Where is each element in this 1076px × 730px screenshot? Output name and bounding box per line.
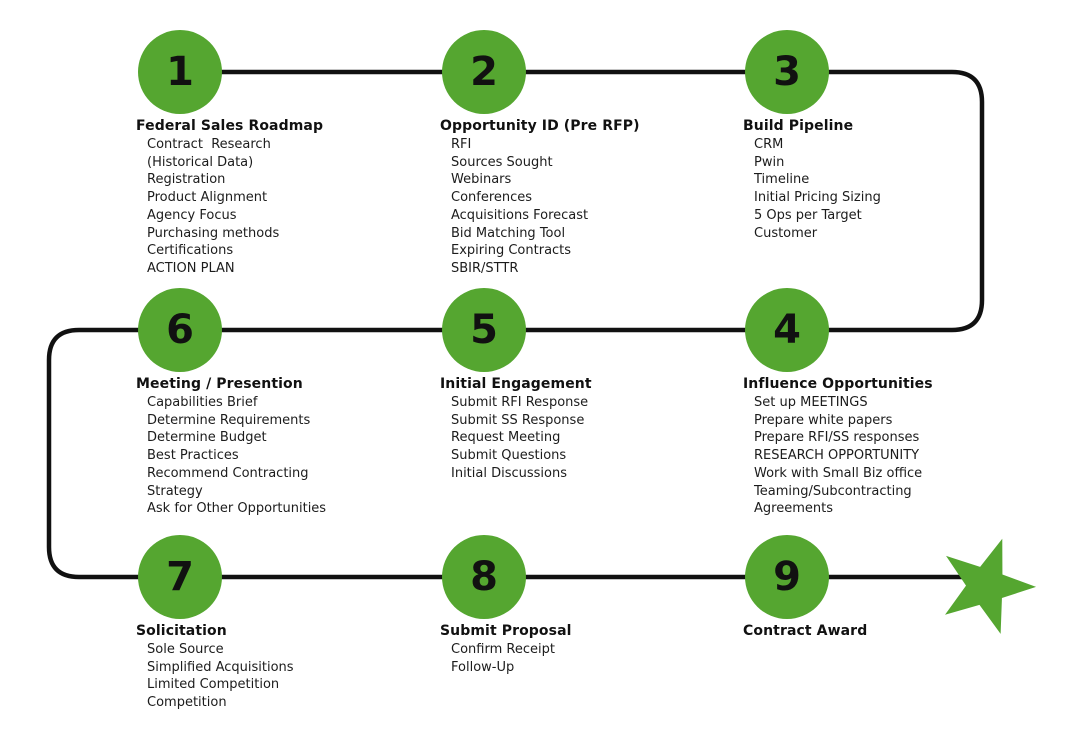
step-number: 4 <box>773 307 801 353</box>
list-item: Bid Matching Tool <box>451 225 566 241</box>
step-title: Initial Engagement <box>440 376 592 392</box>
step-title: Opportunity ID (Pre RFP) <box>440 118 640 134</box>
list-item: Strategy <box>147 483 203 499</box>
list-item: Expiring Contracts <box>451 243 572 259</box>
step-circle-9: 9 <box>745 535 829 619</box>
step-circle-6: 6 <box>138 288 222 372</box>
step-circle-1: 1 <box>138 30 222 114</box>
list-item: Simplified Acquisitions <box>147 659 294 675</box>
step-number: 8 <box>470 554 498 600</box>
list-item: Ask for Other Opportunities <box>147 501 327 517</box>
step-circle-7: 7 <box>138 535 222 619</box>
list-item: Determine Requirements <box>147 412 311 428</box>
step-items-list: Contract Research (Historical Data) Regist… <box>136 136 428 278</box>
list-item: CRM <box>754 137 784 152</box>
step-circle-4: 4 <box>745 288 829 372</box>
list-item: Capabilities Brief <box>147 395 258 410</box>
step-number: 7 <box>166 554 194 600</box>
list-item: RESEARCH OPPORTUNITY <box>754 448 920 464</box>
list-item: Request Meeting <box>451 430 561 446</box>
step-title: Contract Award <box>743 623 868 639</box>
list-item: Teaming/Subcontracting <box>754 483 912 499</box>
list-item: Customer <box>754 225 818 241</box>
list-item: Confirm Receipt <box>451 642 555 657</box>
list-item: 5 Ops per Target <box>754 207 862 223</box>
step-circle-5: 5 <box>442 288 526 372</box>
list-item: Initial Pricing Sizing <box>754 190 881 206</box>
list-item: SBIR/STTR <box>451 260 519 276</box>
step-number: 2 <box>470 49 498 95</box>
list-item: RFI <box>451 137 472 152</box>
list-item: Prepare white papers <box>754 412 893 428</box>
step-title: Build Pipeline <box>743 118 854 134</box>
list-item: Purchasing methods <box>147 225 280 241</box>
step-circle-2: 2 <box>442 30 526 114</box>
step-circle-8: 8 <box>442 535 526 619</box>
list-item: Prepare RFI/SS responses <box>754 430 920 446</box>
step-4-section: 4 Influence Opportunities Set up MEETING… <box>743 288 1035 518</box>
list-item: Competition <box>147 695 227 711</box>
list-item: Certifications <box>147 243 234 259</box>
list-item: Sources Sought <box>451 154 553 170</box>
list-item: Product Alignment <box>147 190 268 206</box>
list-item: Registration <box>147 172 226 188</box>
list-item: Initial Discussions <box>451 465 568 481</box>
step-number: 9 <box>773 554 801 600</box>
award-star-icon <box>945 538 1037 634</box>
list-item: Sole Source <box>147 642 224 657</box>
step-title: Federal Sales Roadmap <box>136 118 324 134</box>
list-item: Webinars <box>451 172 512 188</box>
list-item: Follow-Up <box>451 659 515 675</box>
step-number: 5 <box>470 307 498 353</box>
list-item: Submit SS Response <box>451 412 585 428</box>
list-item: Pwin <box>754 154 785 170</box>
step-title: Solicitation <box>136 623 227 639</box>
step-2-section: 2 Opportunity ID (Pre RFP) RFI Sources So… <box>440 30 732 278</box>
step-5-section: 5 Initial Engagement Submit RFI Response… <box>440 288 732 483</box>
list-item: Limited Competition <box>147 677 280 693</box>
list-item: Agency Focus <box>147 207 237 223</box>
list-item: Determine Budget <box>147 430 267 446</box>
list-item: Work with Small Biz office <box>754 465 923 481</box>
step-1-section: 1 Federal Sales Roadmap Contract Researc… <box>136 30 428 278</box>
list-item: Agreements <box>754 501 833 517</box>
step-number: 1 <box>166 49 194 95</box>
step-title: Meeting / Presention <box>136 376 303 392</box>
list-item: Submit RFI Response <box>451 395 589 410</box>
list-item: Acquisitions Forecast <box>451 207 589 223</box>
list-item: Set up MEETINGS <box>754 395 868 410</box>
list-item: Timeline <box>754 172 810 188</box>
step-circle-3: 3 <box>745 30 829 114</box>
list-item: Submit Questions <box>451 448 567 464</box>
list-item: ACTION PLAN <box>147 260 235 276</box>
step-9-section: 9 Contract Award <box>743 535 1035 641</box>
step-number: 3 <box>773 49 801 95</box>
list-item: Recommend Contracting <box>147 465 309 481</box>
step-title: Submit Proposal <box>440 623 572 639</box>
step-number: 6 <box>166 307 194 353</box>
list-item: Contract Research <box>147 137 271 152</box>
list-item: Conferences <box>451 190 533 206</box>
step-6-section: 6 Meeting / Presention Capabilities Brie… <box>136 288 428 518</box>
step-title: Influence Opportunities <box>743 376 933 392</box>
list-item: Best Practices <box>147 448 239 464</box>
list-item: (Historical Data) <box>147 154 254 170</box>
